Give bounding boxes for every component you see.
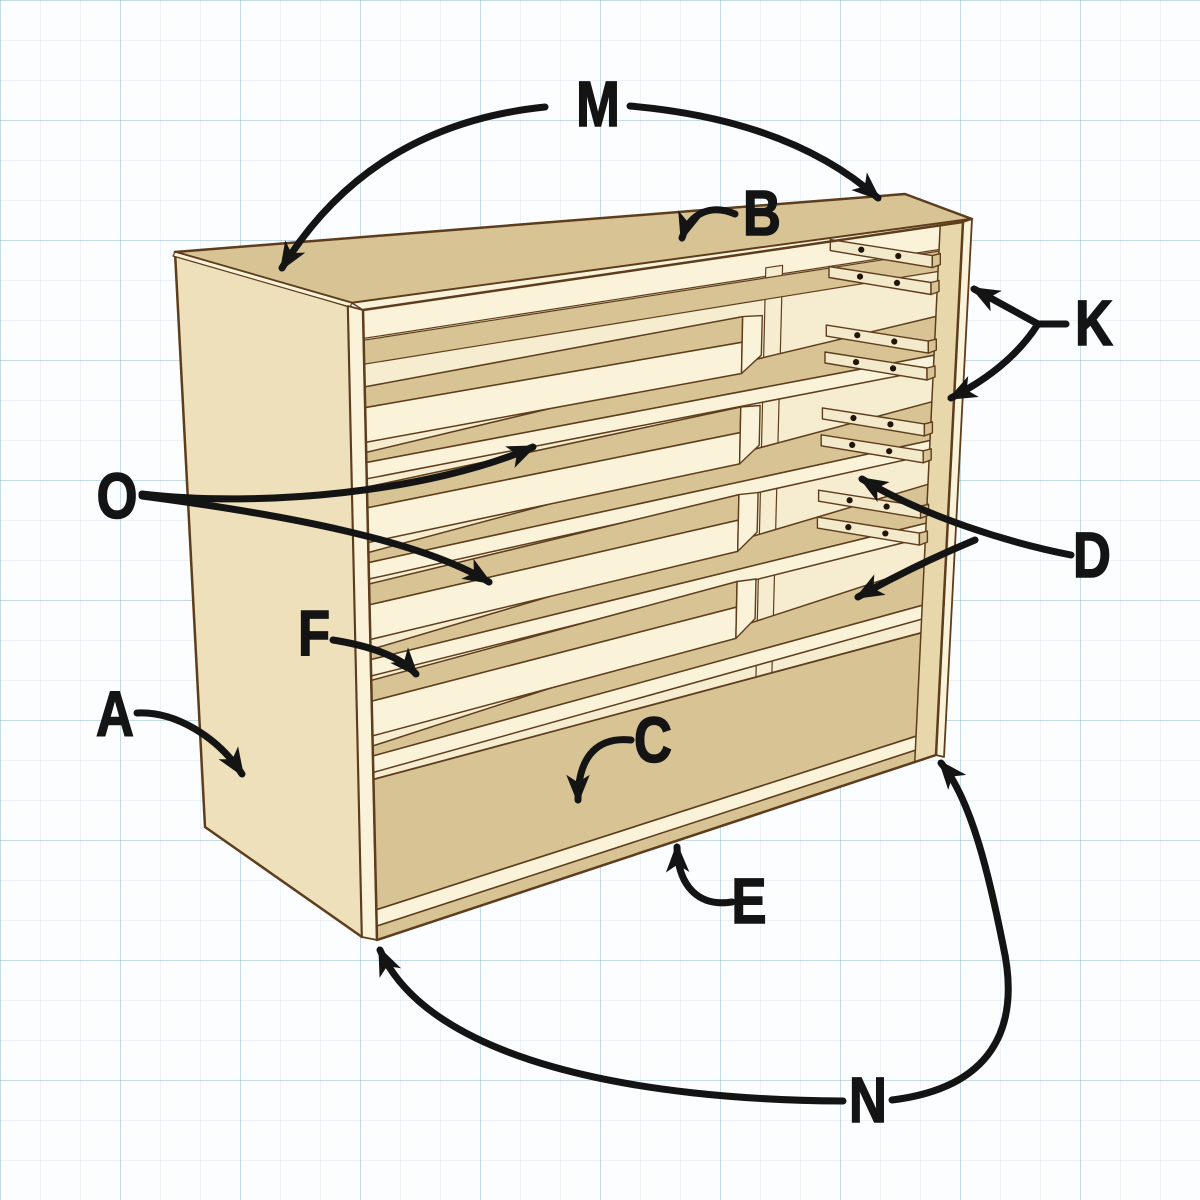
arrow-m-left <box>278 103 549 272</box>
runner-end-2-2 <box>926 365 936 381</box>
arrow-f <box>329 636 420 678</box>
runner-end-1-1 <box>931 252 941 269</box>
arrow-m-right <box>626 102 882 202</box>
arrow-a <box>133 709 246 778</box>
part-label-a: A <box>96 679 134 750</box>
part-label-f: F <box>298 598 330 669</box>
part-label-o: O <box>97 461 138 532</box>
screw-dot <box>895 252 902 260</box>
part-label-b: B <box>743 178 781 249</box>
screw-dot <box>854 332 861 339</box>
screw-dot <box>845 524 852 531</box>
arrow-o-lower <box>138 492 493 586</box>
part-label-k: K <box>1075 288 1113 359</box>
screw-dot <box>852 358 860 366</box>
arrow-c <box>566 736 635 805</box>
cabinet-illustration <box>172 192 974 942</box>
screw-dot <box>891 338 898 345</box>
screw-dot <box>856 273 864 280</box>
arrow-k-upper <box>970 285 1042 328</box>
screw-dot <box>850 414 857 422</box>
arrow-n-left <box>376 946 847 1105</box>
runner-end-1-2 <box>930 279 940 296</box>
part-label-n: N <box>849 1065 887 1136</box>
part-label-e: E <box>731 866 766 937</box>
runner-end-3-2 <box>922 448 932 464</box>
tray-end-2 <box>738 404 761 465</box>
arrow-b <box>678 206 739 242</box>
screw-dot <box>886 448 893 455</box>
arrow-d-lower <box>854 536 979 601</box>
screw-dot <box>883 503 890 510</box>
runner-end-4-2 <box>918 530 929 546</box>
screw-dot <box>882 530 889 537</box>
part-label-d: D <box>1073 520 1111 591</box>
arrow-e <box>665 842 736 907</box>
part-labels: M B K O D F A C E N <box>95 68 1113 1137</box>
callout-arrows <box>133 102 1075 1105</box>
arrow-k-lower <box>947 320 1042 402</box>
side-panel <box>173 250 364 939</box>
runner-end-2-1 <box>927 338 937 354</box>
arrow-o-upper <box>138 443 537 503</box>
arrow-d-upper <box>858 475 1075 559</box>
tray-end-3 <box>737 491 759 553</box>
opening-outline <box>361 220 965 942</box>
arrow-n-right <box>888 759 1012 1104</box>
screw-dot <box>849 441 856 448</box>
screw-dot <box>893 279 901 287</box>
screw-dot <box>858 246 865 253</box>
part-label-m: M <box>576 69 620 140</box>
screw-dot <box>889 365 897 372</box>
tray-end-4 <box>735 578 757 640</box>
screw-dot <box>846 497 853 504</box>
screw-dot <box>887 421 894 428</box>
part-label-c: C <box>634 705 672 776</box>
tray-end-1 <box>740 314 763 375</box>
runner-end-3-1 <box>923 421 934 437</box>
